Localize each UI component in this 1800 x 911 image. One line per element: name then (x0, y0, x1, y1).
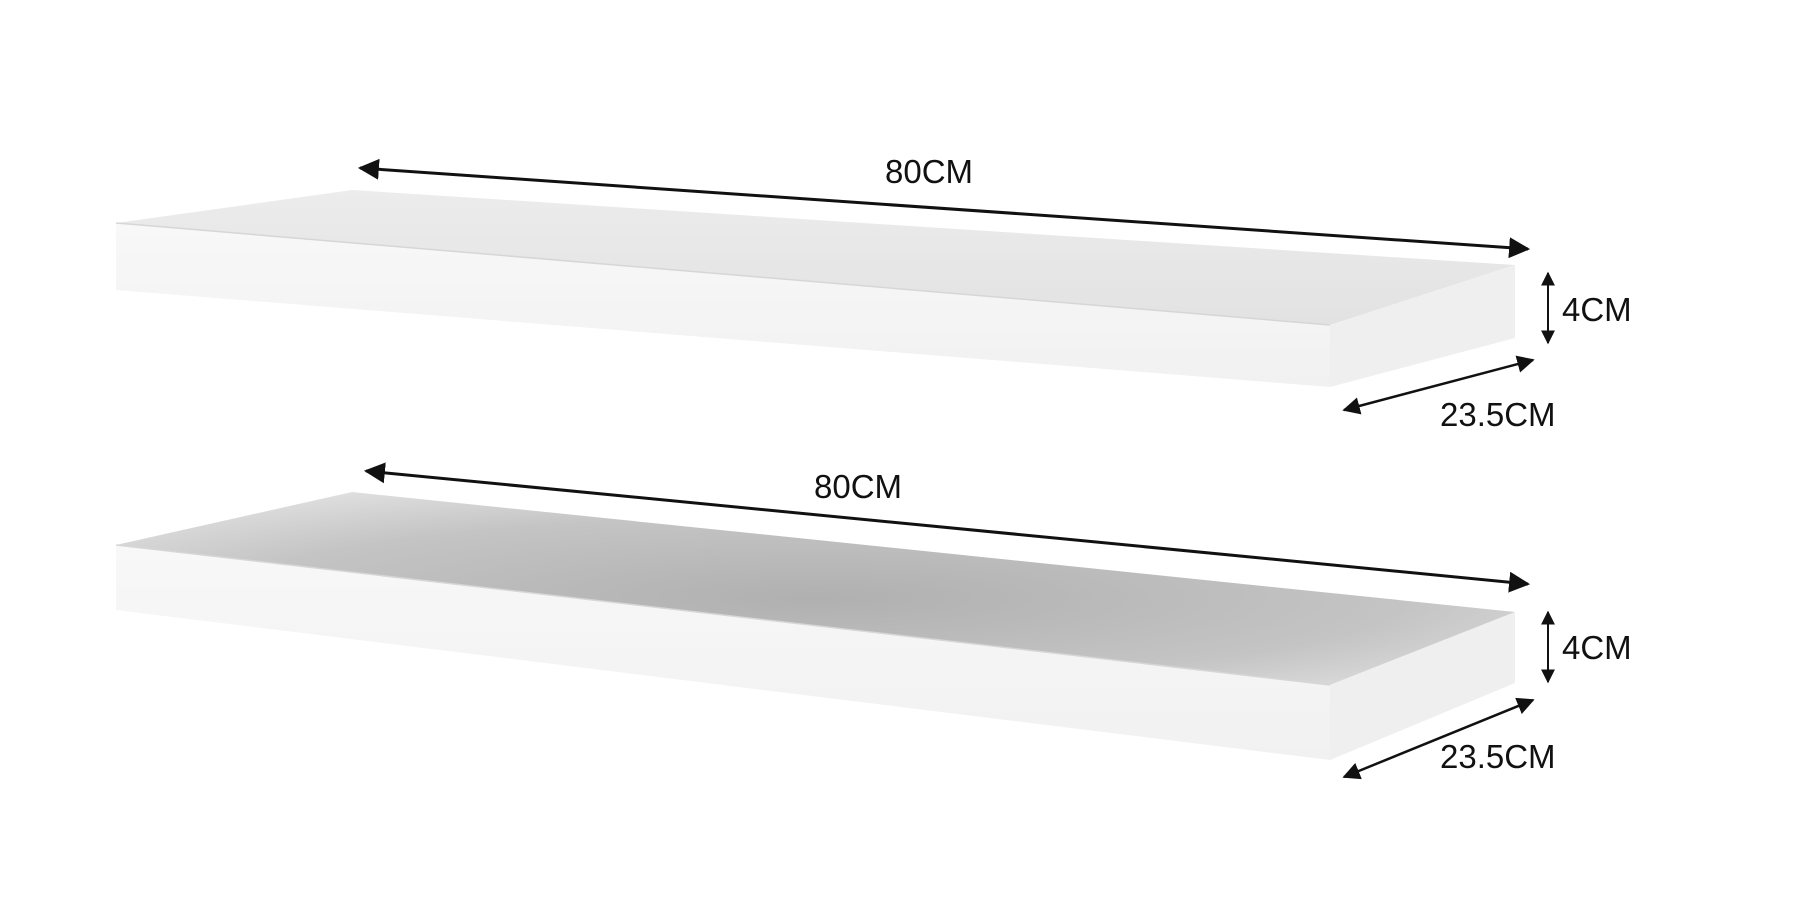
shelf-2-depth-label: 23.5CM (1440, 738, 1556, 775)
shelf-1-length-arrow (357, 158, 1531, 259)
shelf-1-top-edge (115, 222, 1331, 326)
shelf-1-height-label: 4CM (1562, 291, 1632, 328)
shelf-2-front-face (116, 545, 1330, 760)
shelf-2-height-label: 4CM (1562, 629, 1632, 666)
shelf-2: 80CM 4CM 23.5CM (115, 462, 1632, 780)
shelf-2-length-label: 80CM (814, 468, 902, 505)
shelf-1: 80CM 4CM 23.5CM (115, 153, 1632, 433)
shelf-2-top-edge (115, 544, 1331, 686)
shelf-2-depth-arrow (1342, 697, 1535, 780)
shelf-1-depth-arrow (1342, 355, 1535, 415)
shelf-1-front-face (116, 223, 1330, 387)
shelf-1-depth-label: 23.5CM (1440, 396, 1556, 433)
shelf-1-length-label: 80CM (885, 153, 973, 190)
shelf-2-length-arrow (363, 462, 1531, 593)
